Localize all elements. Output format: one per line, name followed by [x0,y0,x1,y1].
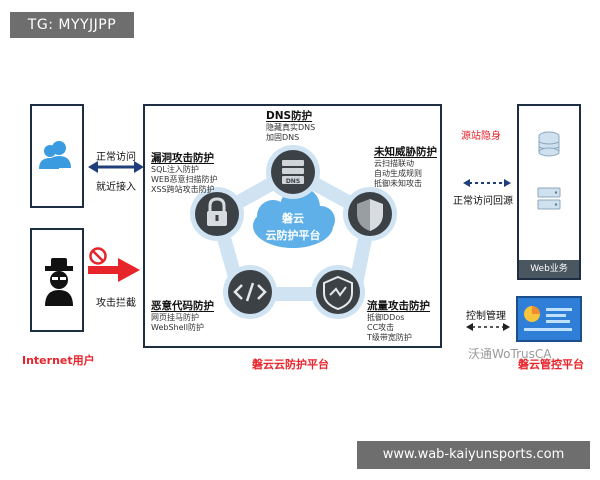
cloud-line1: 磐云 [282,211,304,225]
lock-node [190,187,244,241]
unknown-threat-item: 自动生成规则 [374,169,422,178]
malware-item: WebShell防护 [151,323,204,332]
database-icon [538,131,560,157]
dns-feature-title: DNS防护 [266,110,313,122]
users-icon [39,141,71,169]
vuln-attack-title: 漏洞攻击防护 [151,152,214,164]
cloud-line2: 云防护平台 [266,228,321,242]
vuln-attack-item: SQL注入防护 [151,165,199,174]
tg-tag: TG: MYYJJPP [10,12,134,38]
attack-intercept-label: 攻击拦截 [96,298,136,309]
normal-access-label: 正常访问 [96,152,136,163]
vuln-attack-feature: 漏洞攻击防护 SQL注入防护 WEB恶意扫描防护 XSS跨站攻击防护 [151,150,217,195]
unknown-threat-title: 未知威胁防护 [374,146,437,158]
internet-users-label: Internet用户 [22,354,95,367]
vuln-attack-item: XSS跨站攻击防护 [151,185,215,194]
traffic-attack-item: T级带宽防护 [367,333,412,342]
code-node [223,265,277,319]
watermark-text: 沃通WoTrusCA [468,347,552,361]
malware-title: 恶意代码防护 [151,300,214,312]
dns-icon-text: DNS [286,178,300,185]
malware-feature: 恶意代码防护 网页挂马防护 WebShell防护 [151,298,214,333]
malware-item: 网页挂马防护 [151,313,199,322]
dashboard-icon [524,306,572,331]
shield-check-node [311,265,365,319]
block-icon [89,247,107,265]
unknown-threat-item: 抵御未知攻击 [374,179,422,188]
attack-red-arrow [88,258,140,282]
nearby-access-label: 就近接入 [96,182,136,193]
dns-feature: DNS防护 隐藏真实DNS 加固DNS [266,108,315,143]
bidirectional-blue-arrow [88,161,144,173]
traffic-attack-feature: 流量攻击防护 抵御DDos CC攻击 T级带宽防护 [367,298,430,343]
traffic-attack-item: CC攻击 [367,323,395,332]
origin-hide-label: 源站隐身 [461,131,501,142]
dns-node: DNS [266,145,320,199]
unknown-threat-item: 云扫描联动 [374,159,414,168]
traffic-attack-title: 流量攻击防护 [367,300,430,312]
dns-feature-item: 隐藏真实DNS [266,123,316,132]
management-screen [516,296,582,342]
normal-back-to-origin-label: 正常访问回源 [453,196,513,207]
control-mgmt-label: 控制管理 [466,311,506,322]
normal-user-box [30,104,84,208]
web-business-label-bar: Web业务 [519,260,579,278]
control-dotted-arrow [466,323,510,331]
shield-node [343,187,397,241]
traffic-attack-item: 抵御DDos [367,313,405,322]
attacker-box [30,228,84,332]
platform-label: 磐云云防护平台 [252,358,329,371]
mgmt-platform-label: 磐云管控平台 [518,358,584,371]
vuln-attack-item: WEB恶意扫描防护 [151,175,218,184]
web-business-box: Web业务 [517,104,581,280]
hacker-icon [45,258,73,306]
unknown-threat-feature: 未知威胁防护 云扫描联动 自动生成规则 抵御未知攻击 [374,144,437,189]
footer-url: www.wab-kaiyunsports.com [357,441,590,469]
server-icon [537,187,561,210]
dotted-bidirectional-arrow [463,179,511,187]
dns-feature-item: 加固DNS [266,133,300,142]
platform-diagram: 磐云 云防护平台 DNS [190,145,397,319]
